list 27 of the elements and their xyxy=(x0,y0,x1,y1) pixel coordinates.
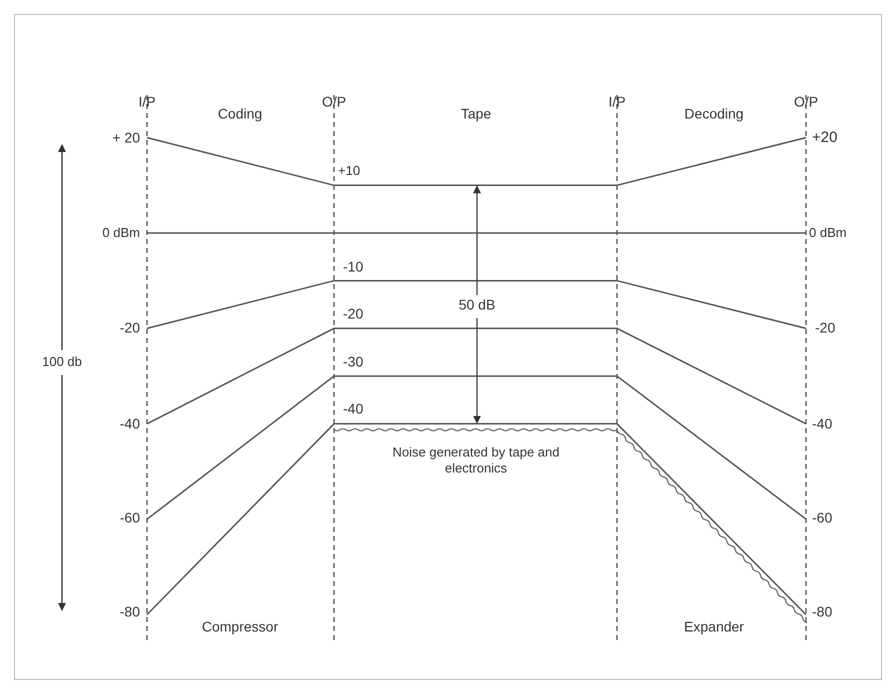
noise-note: Noise generated by tape and electronics xyxy=(392,444,560,476)
level-value: +10 xyxy=(338,163,360,179)
level-value: -60 xyxy=(120,510,140,526)
level-value: -20 xyxy=(815,320,836,336)
level-value: -20 xyxy=(120,320,140,336)
section-heading: Coding xyxy=(218,106,262,122)
column-label: I/P xyxy=(138,94,156,110)
level-value: 0 dBm xyxy=(809,225,847,241)
column-label: O/P xyxy=(322,94,346,110)
level-value: -60 xyxy=(812,510,832,526)
level-value: + 20 xyxy=(112,130,140,146)
section-heading: Tape xyxy=(460,106,492,122)
level-value: -40 xyxy=(343,400,364,418)
section-heading: Compressor xyxy=(202,618,278,636)
level-value: -30 xyxy=(343,354,364,370)
level-value: -10 xyxy=(343,258,364,276)
level-value: +20 xyxy=(812,129,838,147)
level-value: -80 xyxy=(812,604,832,620)
level-value: -40 xyxy=(812,416,832,432)
column-label: I/P xyxy=(608,94,626,110)
level-value: -80 xyxy=(120,604,140,620)
level-value: -20 xyxy=(343,306,364,322)
level-value: -40 xyxy=(120,416,140,432)
section-heading: Decoding xyxy=(684,106,744,122)
section-heading: Expander xyxy=(684,618,744,636)
column-label: O/P xyxy=(794,94,818,110)
level-value: 0 dBm xyxy=(102,225,140,241)
